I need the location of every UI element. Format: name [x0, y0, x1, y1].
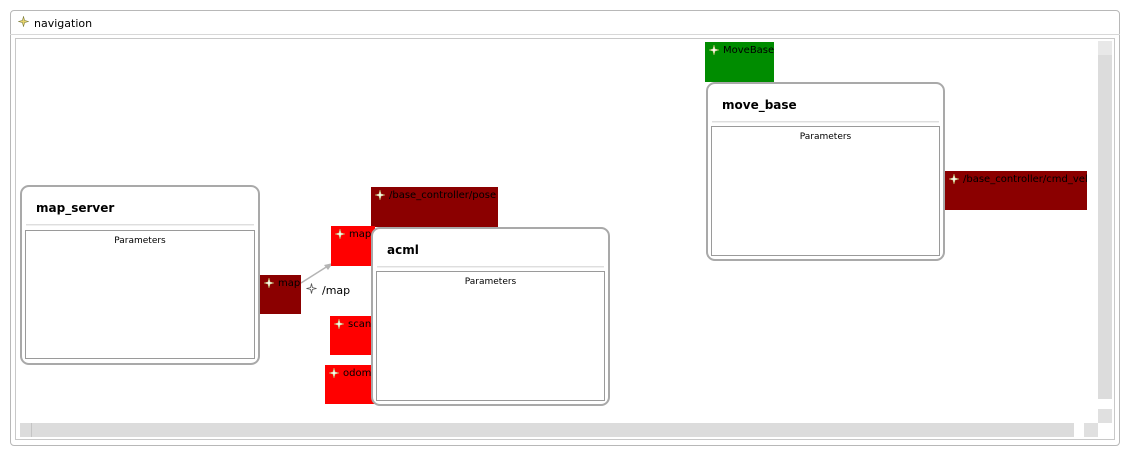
node-acml[interactable]: acml Parameters [371, 227, 610, 406]
parameters-label: Parameters [464, 277, 517, 287]
port-map-input[interactable]: map [331, 226, 375, 266]
node-title: map_server [36, 201, 115, 215]
edge-label: /map [306, 283, 350, 297]
port-label: map [349, 229, 372, 240]
port-label: map [278, 278, 301, 289]
node-header: map_server [26, 191, 254, 225]
port-icon [948, 173, 960, 188]
port-label: MoveBase [723, 45, 774, 56]
port-icon [333, 318, 345, 333]
port-label: /base_controller/pose [389, 190, 497, 201]
port-odom-input[interactable]: odom [325, 365, 375, 404]
port-scan-input[interactable]: scan [330, 316, 375, 355]
panel-title: navigation [34, 16, 93, 30]
port-movebase-action[interactable]: MoveBase [705, 42, 774, 82]
parameters-label: Parameters [799, 132, 852, 142]
horizontal-scrollbar-thumb-edge [31, 423, 32, 437]
port-icon [334, 228, 346, 243]
node-header: acml [377, 233, 604, 267]
scroll-corner-box [1084, 423, 1098, 437]
node-map-server[interactable]: map_server Parameters [20, 185, 260, 365]
parameters-box[interactable]: Parameters [25, 230, 255, 359]
vertical-scrollbar[interactable] [1098, 41, 1112, 399]
parameters-box[interactable]: Parameters [376, 271, 605, 401]
vertical-scrollbar-up[interactable] [1098, 41, 1112, 55]
topic-icon [306, 283, 317, 297]
port-label: /base_controller/cmd_vel [963, 174, 1087, 185]
parameters-box[interactable]: Parameters [711, 126, 940, 256]
port-icon [263, 277, 275, 292]
panel-title-bar: navigation [17, 14, 93, 32]
parameters-label: Parameters [114, 236, 166, 246]
port-label: odom [343, 368, 372, 379]
port-map-output[interactable]: map [260, 275, 301, 314]
port-icon [374, 189, 386, 204]
port-base-controller-pose[interactable]: /base_controller/pose [371, 187, 498, 227]
node-move-base[interactable]: move_base Parameters [706, 82, 945, 261]
node-header: move_base [712, 88, 939, 122]
component-icon [17, 15, 30, 30]
edge-label-text: /map [322, 283, 351, 297]
node-title: acml [387, 243, 419, 257]
port-icon [708, 44, 720, 59]
node-title: move_base [722, 98, 797, 112]
title-divider [10, 34, 1120, 35]
scroll-corner-box-upper [1098, 409, 1112, 423]
port-icon [328, 367, 340, 382]
horizontal-scrollbar[interactable] [20, 423, 1074, 437]
port-label: scan [348, 319, 372, 330]
port-cmd-vel-output[interactable]: /base_controller/cmd_vel [945, 171, 1087, 210]
